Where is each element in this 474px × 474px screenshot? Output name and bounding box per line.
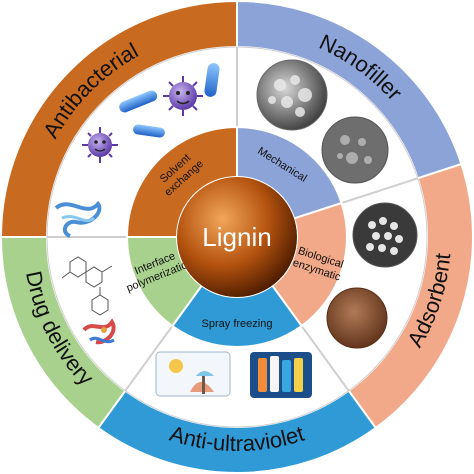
powder-sample xyxy=(326,287,388,349)
center-label: Lignin xyxy=(202,222,271,252)
bacteria-rod-icon xyxy=(204,63,220,97)
sem-micrograph xyxy=(321,116,389,184)
virus-icon xyxy=(163,76,203,116)
adsorbent-illustration xyxy=(326,202,418,349)
protein-ribbon-icon xyxy=(54,200,102,238)
anti-ultraviolet-illustration xyxy=(155,351,312,398)
antibacterial-illustration xyxy=(82,63,220,163)
molecule-structure-icon xyxy=(61,256,113,316)
virus-icon xyxy=(82,127,118,163)
svg-text:Spray freezing: Spray freezing xyxy=(202,318,273,330)
sem-micrograph xyxy=(256,59,328,131)
drug-delivery-illustration xyxy=(54,200,116,345)
sunscreen-bottles-icon xyxy=(250,352,312,398)
protein-structure-icon xyxy=(82,318,116,345)
lignin-sphere xyxy=(177,177,297,297)
bacteria-rod-icon xyxy=(119,90,158,113)
inner-segment-label: Spray freezing xyxy=(202,318,273,330)
inner-ring xyxy=(125,125,348,348)
nanofiller-illustration xyxy=(256,59,389,184)
bacteria-rod-icon xyxy=(133,124,165,138)
